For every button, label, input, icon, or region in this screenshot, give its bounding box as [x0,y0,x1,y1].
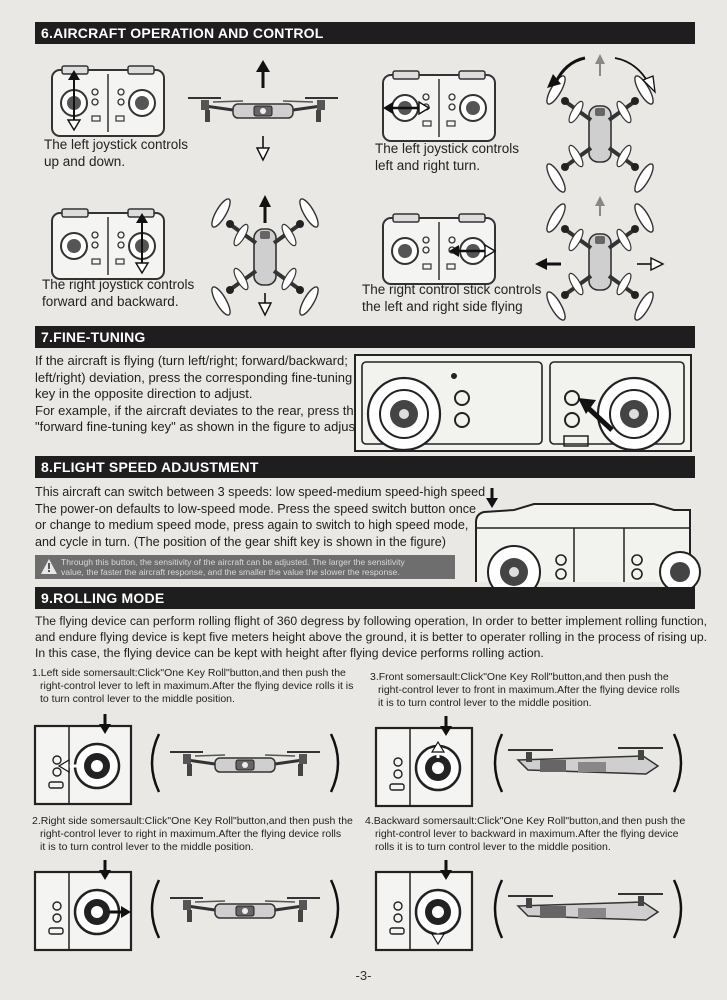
roll-backward-remote-figure [374,860,474,952]
caption-left-turn: The left joystick controls left and righ… [375,141,520,173]
remote-right-fwd-back-figure [51,208,165,280]
fine-tuning-remote-figure [354,354,692,452]
page-number: -3- [355,968,372,983]
section-header-rolling-mode: 9.ROLLING MODE [35,587,695,609]
warning-icon [41,559,57,574]
rolling-step-3: 3.Front somersault:Click"One Key Roll"bu… [370,671,680,709]
roll-left-drone-figure [150,733,340,793]
rolling-step-4: 4.Backward somersault:Click"One Key Roll… [365,815,686,853]
caption-right-side: The right control stick controls the lef… [362,282,542,314]
section-header-flight-speed: 8.FLIGHT SPEED ADJUSTMENT [35,456,695,478]
roll-front-drone-figure [493,733,683,793]
rolling-step-1: 1.Left side somersault:Click"One Key Rol… [32,667,354,705]
roll-right-drone-figure [150,879,340,939]
fine-tuning-text: If the aircraft is flying (turn left/rig… [35,353,363,434]
drone-top-fwd-back-figure [206,194,324,320]
sensitivity-warning-box: Through this button, the sensitivity of … [35,555,455,579]
remote-left-up-down-figure [51,65,165,137]
drone-top-turn-figure [541,54,659,197]
section-header-aircraft-operation: 6.AIRCRAFT OPERATION AND CONTROL [35,22,695,44]
speed-text: This aircraft can switch between 3 speed… [35,485,486,549]
roll-front-remote-figure [374,716,474,808]
roll-right-remote-figure [33,860,133,952]
caption-right-fwd-back: The right joystick controls forward and … [42,277,195,309]
section-header-fine-tuning: 7.FINE-TUNING [35,326,695,348]
remote-right-side-figure [382,213,497,285]
roll-backward-drone-figure [493,879,683,939]
remote-left-turn-figure [382,70,496,142]
rolling-step-2: 2.Right side somersault:Click"One Key Ro… [32,815,353,853]
drone-top-side-figure [535,196,665,325]
speed-button-remote-figure [475,488,701,599]
drone-side-up-down-figure [186,60,340,162]
rolling-intro-text: The flying device can perform rolling fl… [35,614,708,660]
caption-left-up-down: The left joystick controls up and down. [44,137,189,169]
roll-left-remote-figure [33,714,133,806]
warning-line: Through this button, the sensitivity of … [61,557,405,567]
warning-line: value, the faster the aircraft response,… [61,567,400,577]
